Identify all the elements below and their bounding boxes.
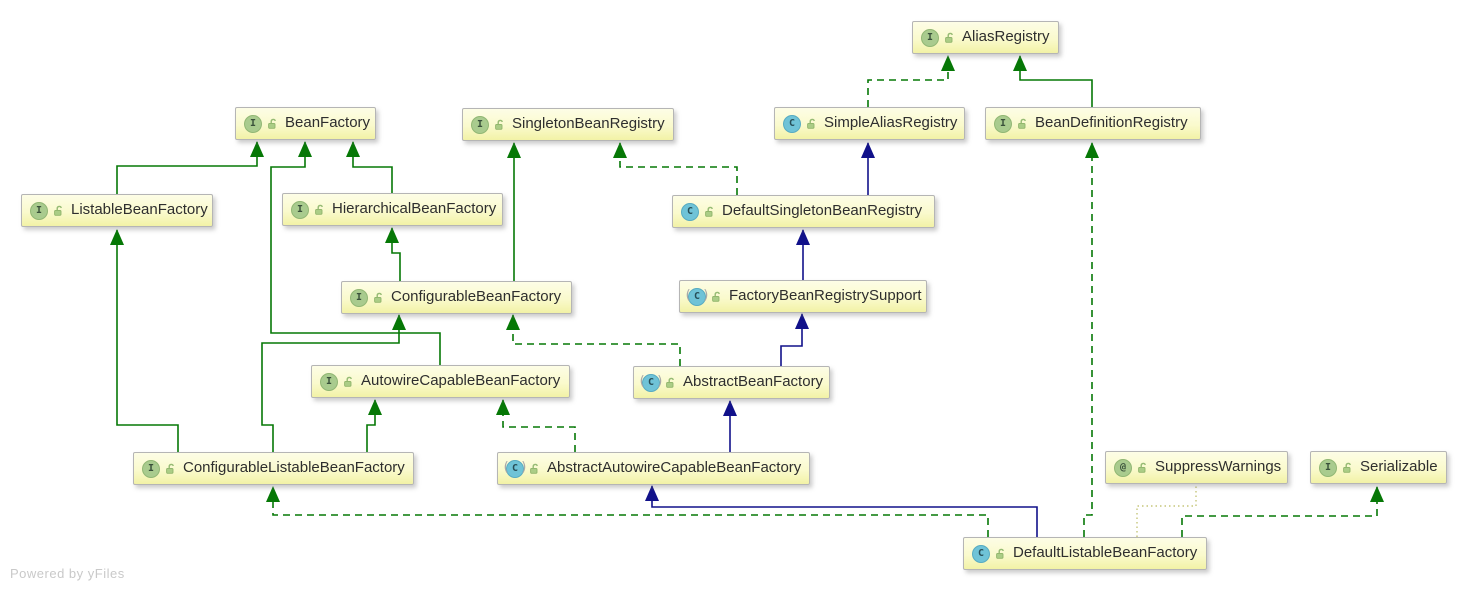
class-node-SimpleAliasRegistry[interactable]: C SimpleAliasRegistry [774,107,965,140]
class-node-ConfigurableListableBeanFactory[interactable]: I ConfigurableListableBeanFactory [133,452,414,485]
class-name-label: ConfigurableBeanFactory [391,288,562,305]
interface-icon: I [142,459,160,478]
annotation-icon: @ [1114,458,1132,477]
edge-ConfigurableBeanFactory-extends-interface-HierarchicalBeanFactory [385,227,401,281]
edge-DefaultSingletonBeanRegistry-implements-SingletonBeanRegistry [613,142,738,195]
class-node-ConfigurableBeanFactory[interactable]: I ConfigurableBeanFactory [341,281,572,314]
class-name-label: FactoryBeanRegistrySupport [729,287,922,304]
class-name-label: AbstractAutowireCapableBeanFactory [547,459,802,476]
class-node-DefaultSingletonBeanRegistry[interactable]: C DefaultSingletonBeanRegistry [672,195,935,228]
interface-icon: I [921,28,939,47]
public-visibility-lock-icon [373,292,385,304]
class-node-FactoryBeanRegistrySupport[interactable]: C FactoryBeanRegistrySupport [679,280,927,313]
edge-AbstractAutowireCapableBeanFactory-implements-AutowireCapableBeanFactory [496,399,576,452]
public-visibility-lock-icon [165,463,177,475]
edge-BeanDefinitionRegistry-extends-interface-AliasRegistry [1013,55,1093,107]
abstract-icon: C [502,459,528,478]
class-name-label: BeanFactory [285,114,371,131]
class-name-label: Serializable [1360,458,1438,475]
class-node-AliasRegistry[interactable]: I AliasRegistry [912,21,1059,54]
edge-DefaultListableBeanFactory-implements-BeanDefinitionRegistry [1083,142,1099,537]
interface-icon: I [244,114,262,133]
class-name-label: SingletonBeanRegistry [512,115,665,132]
class-name-label: BeanDefinitionRegistry [1035,114,1188,131]
class-name-label: ConfigurableListableBeanFactory [183,459,405,476]
public-visibility-lock-icon [1342,462,1354,474]
class-icon: C [681,202,699,221]
public-visibility-lock-icon [1137,462,1149,474]
interface-icon: I [994,114,1012,133]
class-node-AutowireCapableBeanFactory[interactable]: I AutowireCapableBeanFactory [311,365,570,398]
public-visibility-lock-icon [314,204,326,216]
edge-AbstractBeanFactory-extends-class-FactoryBeanRegistrySupport [780,313,809,366]
edge-ListableBeanFactory-extends-interface-BeanFactory [116,141,264,194]
abstract-icon: C [638,373,664,392]
class-name-label: DefaultListableBeanFactory [1013,544,1198,561]
class-node-SuppressWarnings[interactable]: @ SuppressWarnings [1105,451,1288,484]
public-visibility-lock-icon [494,119,506,131]
public-visibility-lock-icon [53,205,65,217]
edge-DefaultListableBeanFactory-implements-Serializable [1181,486,1384,537]
class-name-label: SimpleAliasRegistry [824,114,958,131]
class-node-HierarchicalBeanFactory[interactable]: I HierarchicalBeanFactory [282,193,503,226]
interface-icon: I [320,372,338,391]
class-node-DefaultListableBeanFactory[interactable]: C DefaultListableBeanFactory [963,537,1207,570]
public-visibility-lock-icon [267,118,279,130]
interface-icon: I [30,201,48,220]
class-name-label: AbstractBeanFactory [683,373,824,390]
edge-SimpleAliasRegistry-implements-AliasRegistry [867,55,955,107]
public-visibility-lock-icon [665,377,677,389]
edge-HierarchicalBeanFactory-extends-interface-BeanFactory [346,141,393,193]
edge-DefaultListableBeanFactory-implements-ConfigurableListableBeanFactory [266,486,989,537]
edge-AutowireCapableBeanFactory-extends-interface-BeanFactory [270,141,441,365]
public-visibility-lock-icon [711,291,723,303]
interface-icon: I [291,200,309,219]
class-name-label: SuppressWarnings [1155,458,1282,475]
class-node-SingletonBeanRegistry[interactable]: I SingletonBeanRegistry [462,108,674,141]
interface-icon: I [471,115,489,134]
public-visibility-lock-icon [806,118,818,130]
public-visibility-lock-icon [995,548,1007,560]
edge-ConfigurableListableBeanFactory-extends-interface-ListableBeanFactory [110,229,179,452]
public-visibility-lock-icon [944,32,956,44]
class-node-AbstractBeanFactory[interactable]: C AbstractBeanFactory [633,366,830,399]
class-name-label: AutowireCapableBeanFactory [361,372,561,389]
interface-icon: I [350,288,368,307]
abstract-icon: C [684,287,710,306]
class-name-label: DefaultSingletonBeanRegistry [722,202,923,219]
class-node-BeanFactory[interactable]: I BeanFactory [235,107,376,140]
edge-ConfigurableListableBeanFactory-extends-interface-ConfigurableBeanFactory [261,314,406,452]
class-icon: C [972,544,990,563]
class-node-AbstractAutowireCapableBeanFactory[interactable]: C AbstractAutowireCapableBeanFactory [497,452,810,485]
class-name-label: ListableBeanFactory [71,201,208,218]
interface-icon: I [1319,458,1337,477]
yfiles-watermark: Powered by yFiles [10,566,125,581]
class-icon: C [783,114,801,133]
edge-DefaultListableBeanFactory-annotated-by-SuppressWarnings [1136,484,1197,537]
edge-ConfigurableListableBeanFactory-extends-interface-AutowireCapableBeanFactory [366,399,382,452]
class-node-BeanDefinitionRegistry[interactable]: I BeanDefinitionRegistry [985,107,1201,140]
public-visibility-lock-icon [343,376,355,388]
edge-DefaultListableBeanFactory-extends-class-AbstractAutowireCapableBeanFactory [645,485,1038,537]
edge-AbstractBeanFactory-implements-ConfigurableBeanFactory [506,314,681,366]
public-visibility-lock-icon [529,463,541,475]
class-node-Serializable[interactable]: I Serializable [1310,451,1447,484]
public-visibility-lock-icon [704,206,716,218]
class-node-ListableBeanFactory[interactable]: I ListableBeanFactory [21,194,213,227]
class-name-label: AliasRegistry [962,28,1050,45]
public-visibility-lock-icon [1017,118,1029,130]
class-name-label: HierarchicalBeanFactory [332,200,497,217]
